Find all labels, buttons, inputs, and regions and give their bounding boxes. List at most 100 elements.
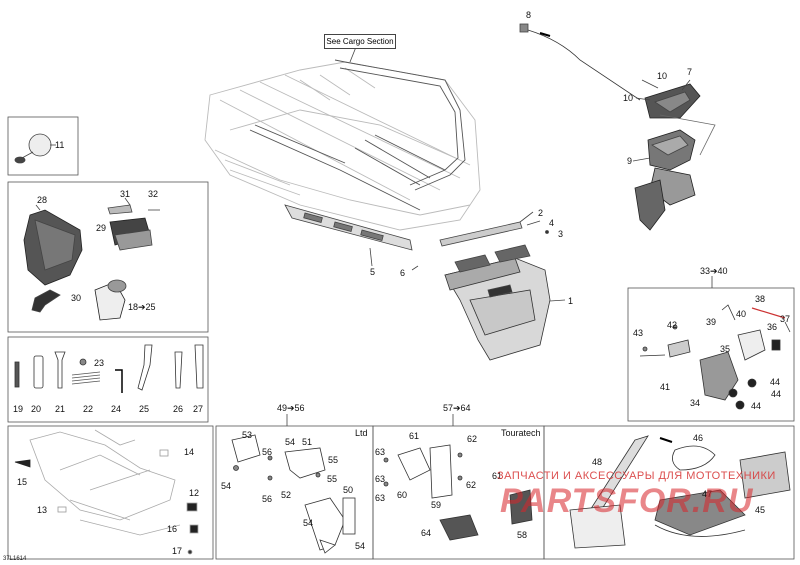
- callout: 10: [623, 93, 634, 103]
- callout: 19: [13, 404, 24, 414]
- callout: 10: [657, 71, 668, 81]
- callout: 25: [139, 404, 150, 414]
- ltd-parts-drawing: [231, 434, 356, 554]
- tail-light-drawing: [519, 23, 716, 231]
- callout: 44: [770, 377, 781, 387]
- callout: 2: [538, 208, 544, 218]
- callout: 54: [303, 518, 314, 528]
- diagram-ref-code: 37L1614: [3, 556, 27, 562]
- touratech-label: Touratech: [501, 428, 541, 438]
- callout: 59: [431, 500, 442, 510]
- callout: 15: [17, 477, 28, 487]
- box-accessories: [543, 425, 795, 560]
- callout: 54: [285, 437, 296, 447]
- callout: 50: [343, 485, 354, 495]
- callout: 43: [633, 328, 644, 338]
- watermark-tagline: ЗАПЧАСТИ И АКСЕССУАРЫ ДЛЯ МОТОТЕХНИКИ: [497, 470, 776, 482]
- callout: 14: [184, 447, 195, 457]
- callout: 35: [720, 344, 731, 354]
- callout: 3: [558, 229, 564, 239]
- callout: 51: [302, 437, 313, 447]
- callout: 42: [667, 320, 678, 330]
- callout: 47: [702, 489, 713, 499]
- callout: 61: [409, 431, 420, 441]
- callout: 45: [755, 505, 766, 515]
- callout: 64: [421, 528, 432, 538]
- ltd-kit-range-label: 49➔56: [277, 403, 305, 413]
- callout: 55: [327, 474, 338, 484]
- callout: 6: [400, 268, 406, 278]
- callout: 7: [687, 67, 693, 77]
- box-tool-pouch: [7, 181, 209, 333]
- callout: 34: [690, 398, 701, 408]
- accessories-drawing: [569, 435, 791, 549]
- callout: 63: [375, 447, 386, 457]
- callout: 29: [96, 223, 107, 233]
- callout: 28: [37, 195, 48, 205]
- latch-kit-drawing: [639, 304, 791, 410]
- ltd-label: Ltd: [355, 428, 368, 438]
- callout: 30: [71, 293, 82, 303]
- callout: 4: [549, 218, 555, 228]
- snowmobile-overview-drawing: [14, 429, 199, 555]
- box-part-11: [7, 116, 79, 176]
- rear-body-drawing: [204, 61, 481, 231]
- callout: 13: [37, 505, 48, 515]
- callout: 36: [767, 322, 778, 332]
- callout: 55: [328, 455, 339, 465]
- touratech-parts-drawing: [383, 444, 533, 541]
- callout: 54: [355, 541, 366, 551]
- callout: 22: [83, 404, 94, 414]
- callout: 56: [262, 494, 273, 504]
- callout: 24: [111, 404, 122, 414]
- callout: 31: [120, 189, 131, 199]
- see-cargo-section-note: See Cargo Section: [324, 34, 396, 49]
- callout: 41: [660, 382, 671, 392]
- callout: 16: [167, 524, 178, 534]
- callout: 40: [736, 309, 747, 319]
- part-2-drawing: [411, 211, 549, 271]
- callout: 1: [568, 296, 574, 306]
- callout: 8: [526, 10, 532, 20]
- callout: 44: [751, 401, 762, 411]
- tools-drawing: [14, 344, 204, 393]
- callout: 62: [466, 480, 477, 490]
- callout: 32: [148, 189, 159, 199]
- callout: 21: [55, 404, 66, 414]
- callout: 48: [592, 457, 603, 467]
- callout: 27: [193, 404, 204, 414]
- part-11-drawing: [14, 133, 56, 164]
- callout: 20: [31, 404, 42, 414]
- callout: 58: [517, 530, 528, 540]
- touratech-kit-range-label: 57➔64: [443, 403, 471, 413]
- box-latch-kit: [627, 287, 795, 422]
- range-18-25-label: 18➔25: [128, 302, 156, 312]
- callout: 12: [189, 488, 200, 498]
- box-overview: [7, 425, 214, 560]
- callout: 5: [370, 267, 376, 277]
- watermark-logo: PARTSFOR.RU: [500, 482, 754, 520]
- cargo-rack-drawing: [249, 59, 466, 211]
- callout: 56: [262, 447, 273, 457]
- callout: 23: [94, 358, 105, 368]
- callout: 52: [281, 490, 292, 500]
- callout: 44: [771, 389, 782, 399]
- latch-kit-range-label: 33➔40: [700, 266, 728, 276]
- callout: 53: [242, 430, 253, 440]
- tool-pouch-drawing: [23, 197, 160, 321]
- callout: 46: [693, 433, 704, 443]
- callout: 9: [627, 156, 633, 166]
- callout: 54: [221, 481, 232, 491]
- part-5-drawing: [284, 204, 413, 267]
- callout: 62: [467, 434, 478, 444]
- callout: 26: [173, 404, 184, 414]
- callout: 63: [375, 493, 386, 503]
- callout: 63: [375, 474, 386, 484]
- callout: 38: [755, 294, 766, 304]
- box-tools: [7, 336, 209, 423]
- callout: 60: [397, 490, 408, 500]
- callout: 39: [706, 317, 717, 327]
- callout: 11: [55, 140, 65, 150]
